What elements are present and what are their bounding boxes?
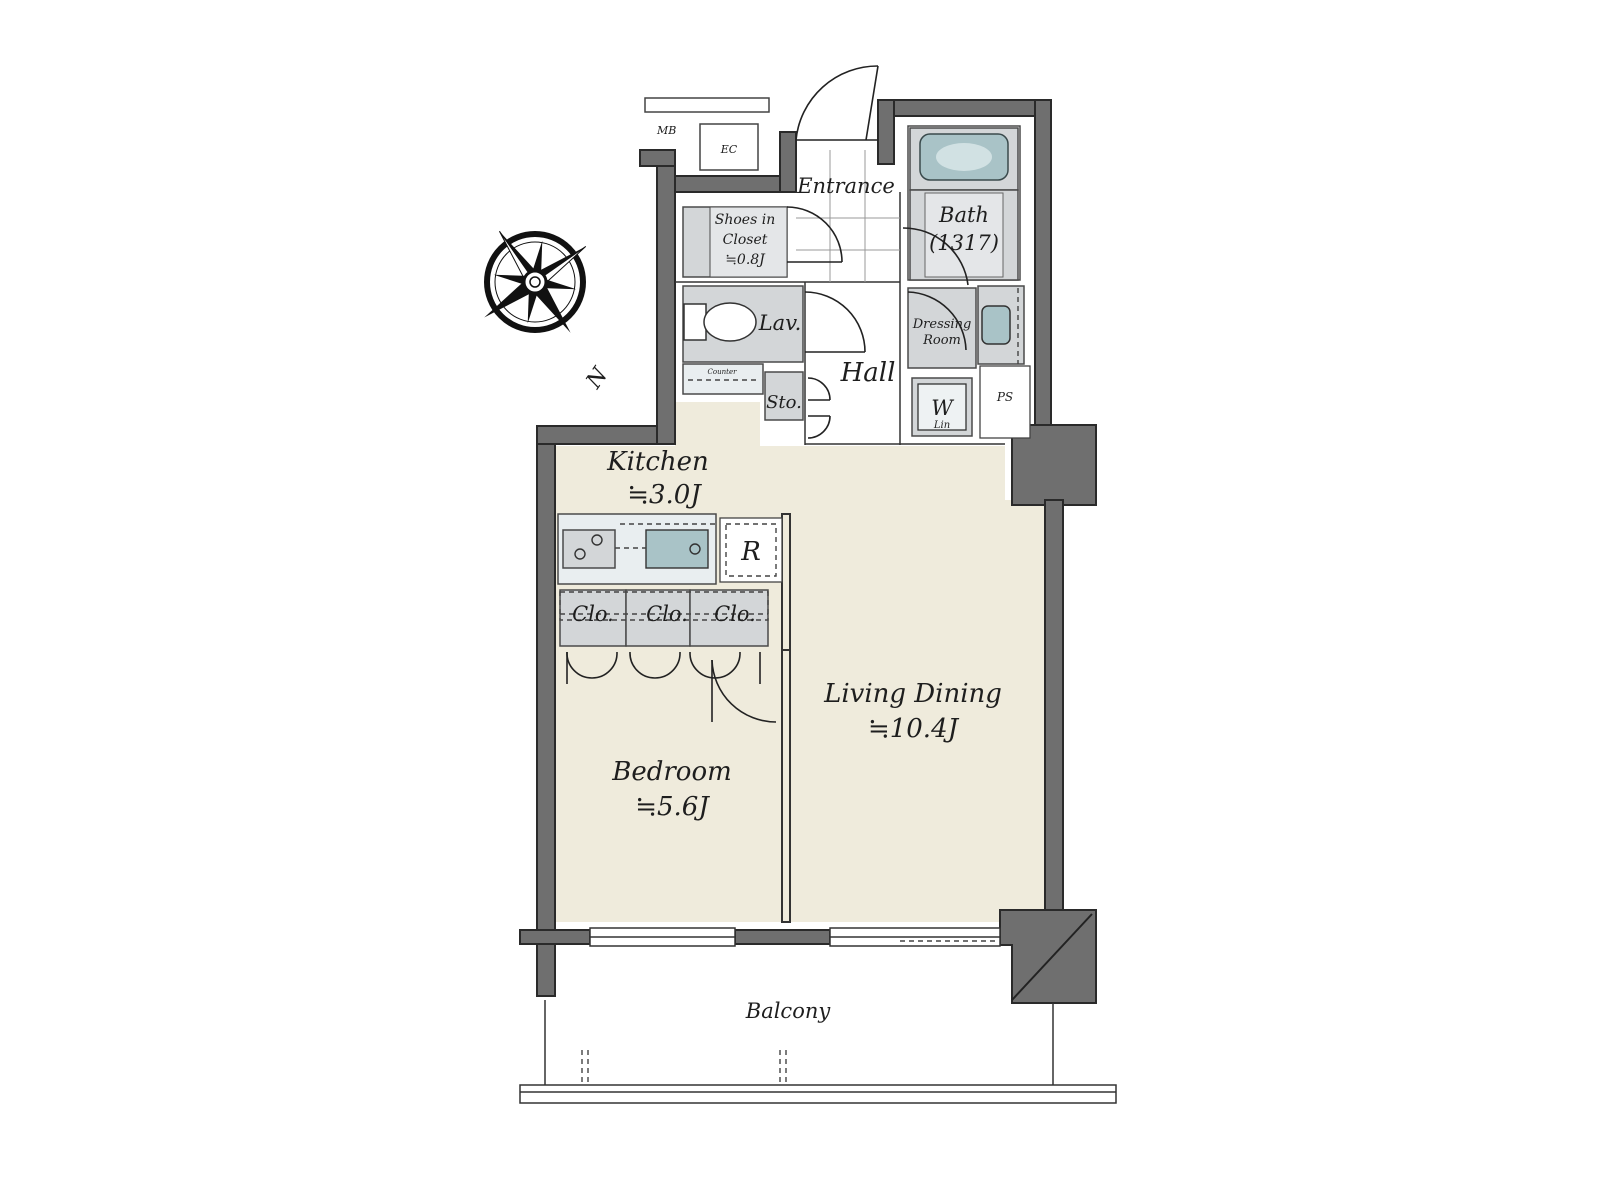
kitchen-sink bbox=[645, 529, 709, 569]
living-dining-label: Living Dining bbox=[823, 679, 1002, 709]
right-upper-wall bbox=[1034, 99, 1052, 431]
ec-box bbox=[699, 123, 759, 171]
lav-label: Lav. bbox=[758, 311, 802, 335]
bath-left-top-wall bbox=[877, 99, 895, 165]
closets: Clo. Clo. Clo. bbox=[559, 589, 777, 723]
north-label: N bbox=[581, 363, 614, 395]
closet-3-label: Clo. bbox=[714, 602, 756, 626]
meter-box-area: MB EC bbox=[644, 97, 770, 171]
washer-label: W bbox=[931, 396, 955, 420]
storage: Sto. bbox=[764, 371, 831, 439]
storage-label: Sto. bbox=[766, 392, 802, 413]
walls bbox=[519, 99, 1097, 1004]
mb-label: MB bbox=[656, 124, 676, 137]
dressing-label-1: Dressing bbox=[912, 317, 972, 332]
balcony-windows bbox=[589, 927, 1001, 947]
dressing-room: Dressing Room W Lin PS bbox=[907, 285, 1031, 439]
refrigerator bbox=[719, 517, 783, 583]
ec-bottom-wall bbox=[674, 175, 796, 193]
bottom-mid-wall bbox=[734, 929, 831, 945]
shoes-closet: Shoes in Closet ≒0.8J bbox=[682, 206, 843, 278]
right-wall bbox=[1044, 499, 1064, 913]
service-left-wall bbox=[656, 149, 676, 445]
shoes-closet-label-1: Shoes in bbox=[715, 212, 775, 228]
ps-label: PS bbox=[996, 390, 1013, 404]
bath-area: Bath (1317) bbox=[902, 125, 1021, 286]
lavatory: Lav. Counter bbox=[682, 285, 866, 395]
ec-label: EC bbox=[720, 143, 738, 156]
closet-2-label: Clo. bbox=[646, 602, 688, 626]
bottom-left-wall bbox=[519, 929, 591, 945]
compass-rose-icon bbox=[484, 230, 587, 333]
bath-label: Bath bbox=[938, 203, 989, 227]
mb-wall bbox=[639, 149, 676, 167]
shoes-closet-label-2: Closet bbox=[723, 232, 768, 248]
balcony: Balcony bbox=[519, 999, 1117, 1104]
toilet-bowl bbox=[703, 302, 757, 342]
closet-1-label: Clo. bbox=[572, 602, 614, 626]
shoes-closet-size: ≒0.8J bbox=[725, 252, 766, 268]
counter-label: Counter bbox=[708, 368, 738, 376]
kitchen-size: ≒3.0J bbox=[627, 480, 702, 510]
balcony-label: Balcony bbox=[745, 999, 832, 1023]
bedroom-size: ≒5.6J bbox=[635, 792, 710, 822]
hall-label: Hall bbox=[840, 358, 896, 388]
entrance-label: Entrance bbox=[796, 174, 895, 198]
bath-size: (1317) bbox=[929, 231, 999, 255]
bath-top-wall bbox=[877, 99, 1051, 117]
refrigerator-label: R bbox=[740, 537, 761, 567]
dressing-label-2: Room bbox=[922, 333, 961, 348]
left-wall bbox=[536, 425, 556, 997]
kitchen-top-wall bbox=[536, 425, 676, 445]
kitchen-label: Kitchen bbox=[606, 447, 709, 477]
kitchen-area: Kitchen ≒3.0J R bbox=[557, 447, 783, 585]
toilet-tank bbox=[683, 303, 707, 341]
balcony-rail bbox=[519, 1084, 1117, 1104]
ps-shaft bbox=[979, 365, 1031, 439]
linen-label: Lin bbox=[933, 420, 950, 431]
entrance-door: Entrance bbox=[795, 65, 900, 282]
bedroom-label: Bedroom bbox=[611, 757, 732, 787]
living-dining-size: ≒10.4J bbox=[868, 714, 960, 744]
wash-basin bbox=[981, 305, 1011, 345]
entrance-left-wall bbox=[779, 131, 797, 193]
cooktop bbox=[562, 529, 616, 569]
